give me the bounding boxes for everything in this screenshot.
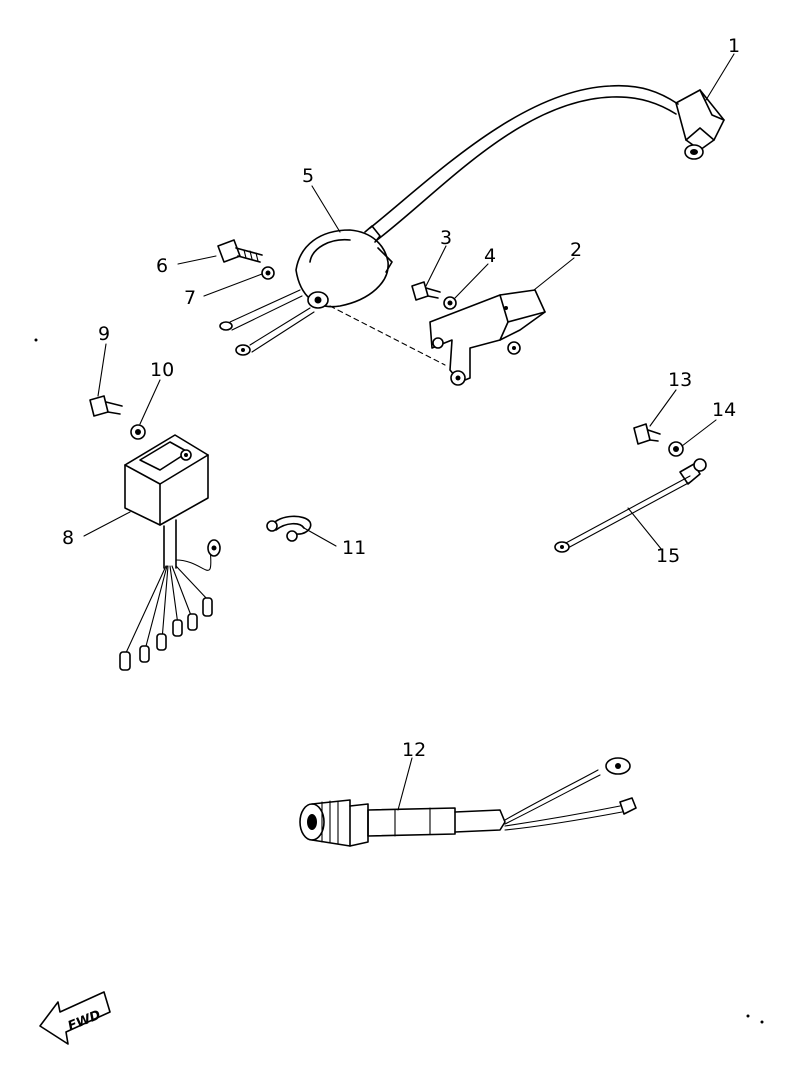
part-10-washer <box>130 424 146 440</box>
callout-1: 1 <box>728 35 740 57</box>
part-13-bolt <box>633 423 661 445</box>
part-3-bolt <box>411 281 441 301</box>
part-4-washer <box>443 296 457 310</box>
part-1-plug-cap <box>675 89 725 160</box>
part-12-stop-switch <box>299 757 637 847</box>
callout-7: 7 <box>184 287 196 309</box>
callout-3: 3 <box>440 227 452 249</box>
callout-labels: 1 2 3 4 5 6 7 8 9 10 11 12 13 14 15 <box>62 35 740 761</box>
part-8-cdi-unit <box>119 434 221 671</box>
callout-5: 5 <box>302 165 314 187</box>
part-7-washer <box>261 266 275 280</box>
part-11-clamp <box>266 515 312 542</box>
callout-12: 12 <box>402 739 426 761</box>
part-14-washer <box>668 441 684 457</box>
part-2-bracket <box>429 289 546 386</box>
callout-6: 6 <box>156 255 168 277</box>
fwd-direction-badge: FWD <box>39 991 111 1045</box>
callout-15: 15 <box>656 545 680 567</box>
callout-2: 2 <box>570 239 582 261</box>
fwd-label: FWD <box>66 1008 103 1035</box>
part-9-bolt <box>89 395 123 417</box>
callout-13: 13 <box>668 369 692 391</box>
leader-lines <box>83 53 735 811</box>
part-6-bolt <box>217 239 263 263</box>
callout-8: 8 <box>62 527 74 549</box>
part-5-ignition-coil <box>219 84 679 366</box>
callout-4: 4 <box>484 245 496 267</box>
scan-dots <box>34 338 764 1024</box>
callout-9: 9 <box>98 323 110 345</box>
part-15-ground-lead <box>554 458 707 553</box>
callout-11: 11 <box>342 537 366 559</box>
callout-10: 10 <box>150 359 174 381</box>
callout-14: 14 <box>712 399 736 421</box>
